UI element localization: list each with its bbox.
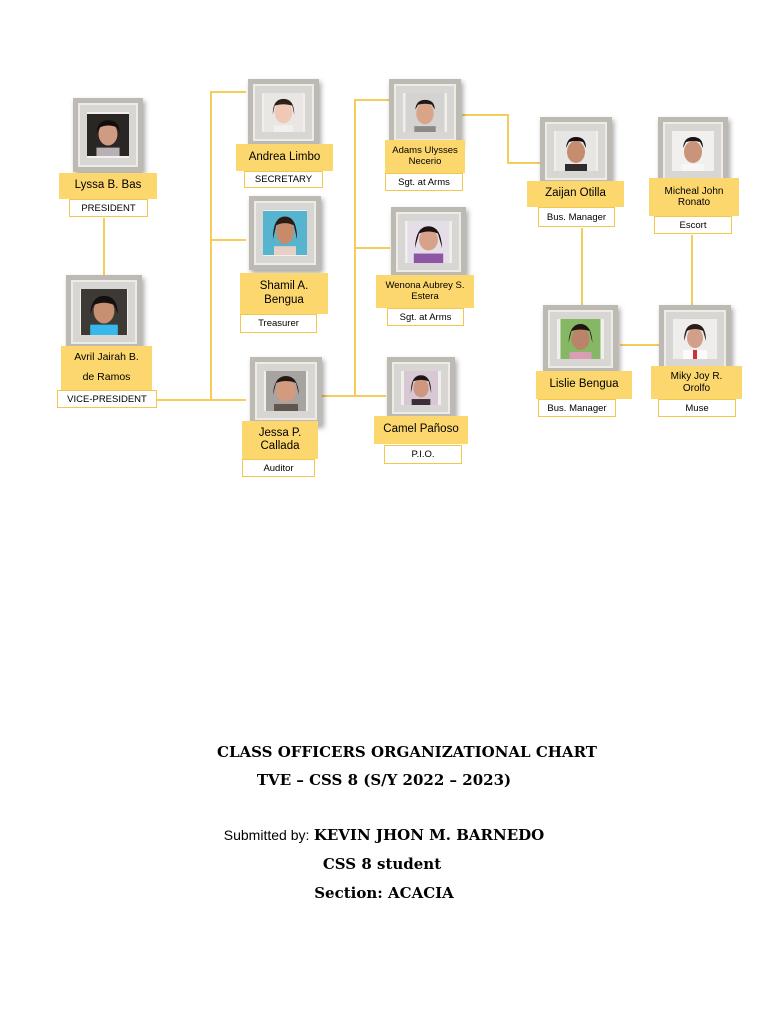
portrait-photo [87, 112, 129, 158]
submitted-name: KEVIN JHON M. BARNEDO [313, 826, 545, 844]
portrait-photo [403, 93, 447, 132]
portrait-photo [80, 289, 128, 335]
student-line: CSS 8 student [322, 855, 442, 873]
officer-name-zaijan: Zaijan Otilla [527, 181, 624, 207]
officer-role-lyssa: PRESIDENT [69, 199, 148, 217]
portrait-photo [557, 319, 604, 359]
officer-role-avril: VICE-PRESIDENT [57, 390, 157, 408]
portrait-photo [264, 371, 308, 411]
chart-title: CLASS OFFICERS ORGANIZATIONAL CHART [217, 743, 597, 761]
submitted-label: Submitted by: [223, 827, 310, 843]
photo-frame-lyssa [73, 98, 143, 172]
officer-name-miky: Miky Joy R.Orolfo [651, 366, 742, 399]
photo-frame-adams [389, 79, 461, 146]
photo-frame-jessa [250, 357, 322, 425]
officer-role-lislie: Bus. Manager [538, 399, 616, 417]
officer-name-shamil: Shamil A.Bengua [240, 273, 328, 314]
officer-name-avril: Avril Jairah B.de Ramos [61, 346, 152, 390]
portrait-photo [554, 131, 598, 171]
photo-frame-camel [387, 357, 455, 419]
connector [156, 91, 246, 401]
photo-frame-miky [659, 305, 731, 373]
photo-frame-zaijan [540, 117, 612, 185]
officer-name-lyssa: Lyssa B. Bas [59, 173, 157, 199]
portrait-photo [262, 93, 305, 132]
officer-role-wenona: Sgt. at Arms [387, 308, 464, 326]
officer-role-zaijan: Bus. Manager [538, 207, 615, 227]
officer-role-shamil: Treasurer [240, 314, 317, 333]
portrait-photo [672, 131, 714, 171]
officer-role-camel: P.I.O. [384, 445, 462, 464]
officer-role-jessa: Auditor [242, 459, 315, 477]
photo-frame-lislie [543, 305, 618, 373]
officer-name-camel: Camel Pañoso [374, 416, 468, 444]
officer-name-jessa: Jessa P.Callada [242, 421, 318, 459]
photo-frame-shamil [249, 196, 321, 270]
portrait-photo [405, 221, 452, 263]
officer-role-andrea: SECRETARY [244, 171, 323, 188]
officer-name-lislie: Lislie Bengua [536, 371, 632, 399]
photo-frame-micheal [658, 117, 728, 185]
org-chart-connectors [103, 91, 693, 401]
portrait-photo [673, 319, 717, 359]
officer-role-micheal: Escort [654, 216, 732, 234]
photo-frame-andrea [248, 79, 319, 146]
portrait-photo [263, 210, 307, 256]
chart-subtitle: TVE – CSS 8 (S/Y 2022 – 2023) [256, 771, 512, 789]
portrait-photo [401, 371, 441, 405]
connector [462, 114, 540, 164]
officer-role-miky: Muse [658, 399, 736, 417]
photo-frame-wenona [391, 207, 466, 277]
submitted-by-line: Submitted by: KEVIN JHON M. BARNEDO [0, 826, 768, 845]
officer-name-andrea: Andrea Limbo [236, 144, 333, 171]
section-line: Section: ACACIA [314, 884, 454, 902]
officer-role-adams: Sgt. at Arms [385, 173, 463, 191]
photo-frame-avril [66, 275, 142, 349]
officer-name-wenona: Wenona Aubrey S.Estera [376, 275, 474, 308]
